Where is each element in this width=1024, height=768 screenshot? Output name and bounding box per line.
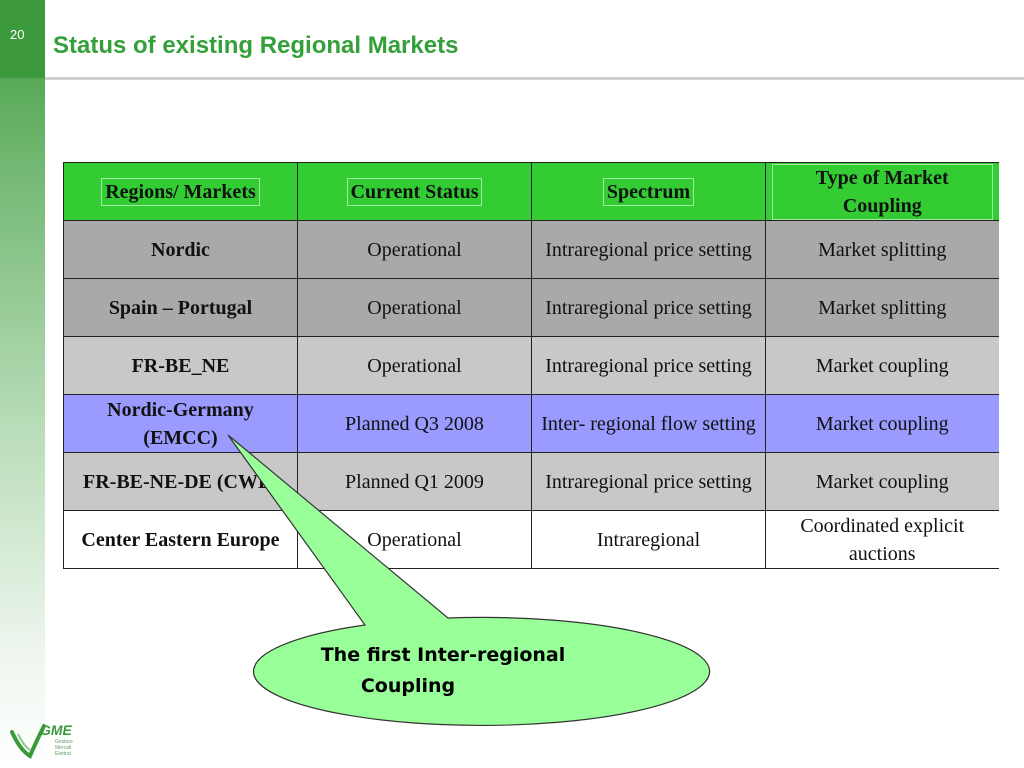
table-row: FR-BE_NE Operational Intraregional price… (63, 336, 999, 395)
coupling-cell: Market coupling (765, 336, 999, 395)
table-row: Center Eastern Europe Operational Intrar… (63, 510, 999, 569)
status-cell: Operational (297, 510, 532, 569)
header-current-status: Current Status (297, 162, 532, 221)
header-coupling-type: Type of Market Coupling (765, 162, 999, 221)
table-header-row: Regions/ Markets Current Status Spectrum… (63, 162, 999, 221)
page-number-box: 20 (0, 0, 45, 78)
region-cell: FR-BE-NE-DE (CWE) (63, 452, 298, 511)
coupling-cell: Market coupling (765, 452, 999, 511)
table-row-highlighted: Nordic-Germany (EMCC) Planned Q3 2008 In… (63, 394, 999, 453)
slide-title: Status of existing Regional Markets (53, 32, 459, 59)
callout-line-1: The first Inter-regional (320, 644, 566, 666)
spectrum-cell: Intraregional price setting (531, 452, 766, 511)
region-cell: Nordic-Germany (EMCC) (63, 394, 298, 453)
gme-logo-icon (10, 724, 46, 759)
spectrum-cell: Intraregional (531, 510, 766, 569)
left-gradient-bar (0, 0, 45, 768)
page-number: 20 (10, 27, 25, 42)
title-divider (45, 77, 1024, 80)
callout-text: The first Inter-regional Coupling (258, 640, 628, 703)
status-cell: Operational (297, 220, 532, 279)
coupling-cell: Coordinated explicit auctions (765, 510, 999, 569)
regional-markets-table: Regions/ Markets Current Status Spectrum… (63, 162, 999, 569)
table-row: Spain – Portugal Operational Intraregion… (63, 278, 999, 337)
header-regions: Regions/ Markets (63, 162, 298, 221)
region-cell: FR-BE_NE (63, 336, 298, 395)
logo-subtitle: Gestore Mercati Elettrici (55, 739, 73, 757)
status-cell: Planned Q3 2008 (297, 394, 532, 453)
coupling-cell: Market splitting (765, 220, 999, 279)
table-row: FR-BE-NE-DE (CWE) Planned Q1 2009 Intrar… (63, 452, 999, 511)
coupling-cell: Market splitting (765, 278, 999, 337)
spectrum-cell: Intraregional price setting (531, 220, 766, 279)
spectrum-cell: Inter- regional flow setting (531, 394, 766, 453)
status-cell: Planned Q1 2009 (297, 452, 532, 511)
region-cell: Nordic (63, 220, 298, 279)
region-cell: Center Eastern Europe (63, 510, 298, 569)
region-cell: Spain – Portugal (63, 278, 298, 337)
status-cell: Operational (297, 278, 532, 337)
coupling-cell: Market coupling (765, 394, 999, 453)
status-cell: Operational (297, 336, 532, 395)
spectrum-cell: Intraregional price setting (531, 336, 766, 395)
table-row: Nordic Operational Intraregional price s… (63, 220, 999, 279)
logo-name: GME (40, 722, 72, 738)
spectrum-cell: Intraregional price setting (531, 278, 766, 337)
header-spectrum: Spectrum (531, 162, 766, 221)
callout-line-2: Coupling (360, 675, 456, 698)
